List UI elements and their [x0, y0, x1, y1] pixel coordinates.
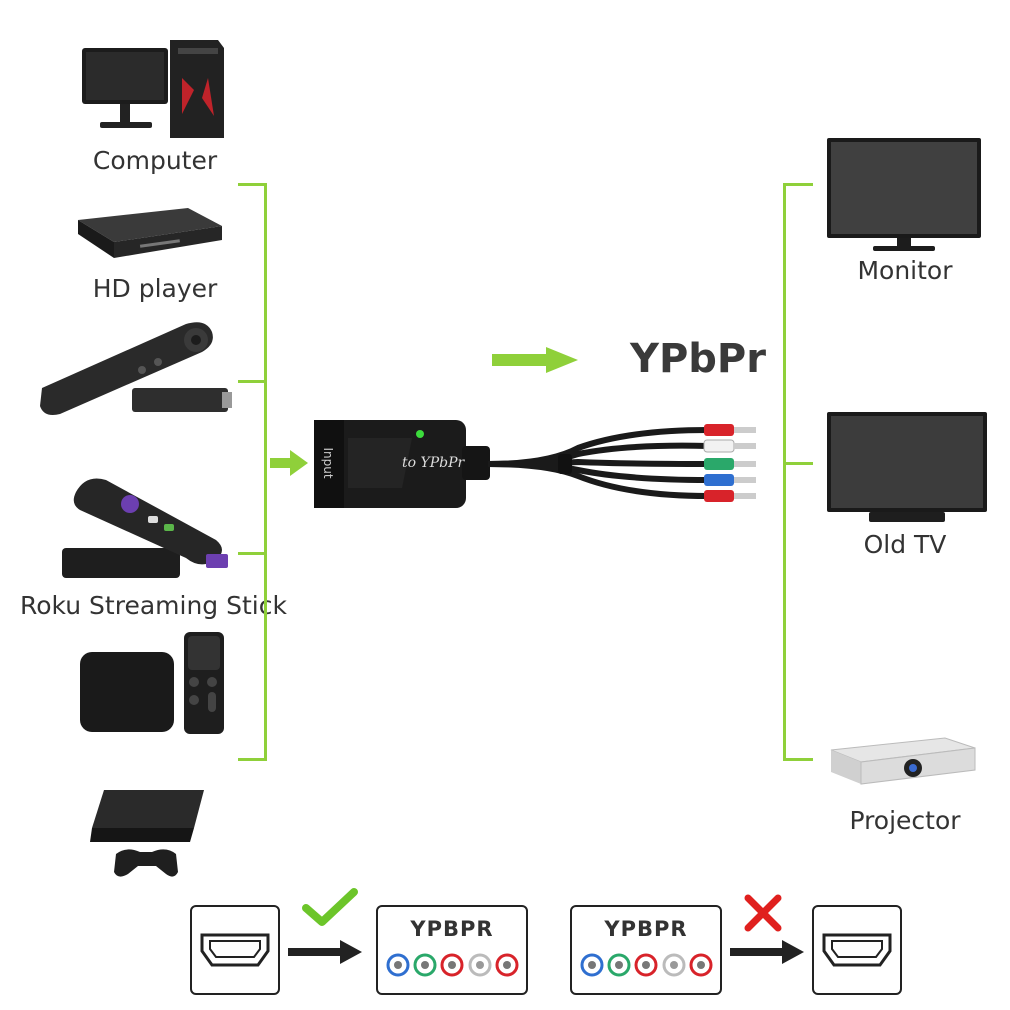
- computer-icon: [78, 38, 228, 148]
- invalid-arrow-icon: [730, 940, 806, 964]
- ypbpr-box-invalid-title: YPBPR: [604, 917, 688, 941]
- source-label-computer: Computer: [92, 146, 218, 175]
- checkmark-icon: [302, 888, 358, 928]
- ps3-console-icon: [90, 780, 210, 886]
- hdmi-to-ypbpr-adapter: [312, 418, 492, 510]
- output-label-old-tv: Old TV: [863, 530, 947, 559]
- adapter-port-label: Input: [321, 447, 335, 479]
- source-bracket-tick-firestick: [238, 380, 267, 383]
- rca-jacks-icon: [384, 951, 522, 979]
- output-bracket-tick-oldtv: [783, 462, 813, 465]
- hdmi-port-box-right: [812, 905, 902, 995]
- cross-icon: [744, 894, 782, 932]
- apple-tv-icon: [78, 630, 228, 736]
- monitor-icon: [825, 136, 983, 254]
- output-label-monitor: Monitor: [857, 256, 953, 285]
- hdmi-port-icon: [822, 933, 892, 967]
- ypbpr-box-valid: YPBPR: [376, 905, 528, 995]
- input-arrow-icon: [270, 450, 310, 476]
- component-cables: [488, 418, 773, 510]
- source-bracket-vertical: [264, 183, 267, 761]
- roku-streaming-stick-icon: [56, 470, 236, 582]
- ypbpr-box-valid-title: YPBPR: [410, 917, 494, 941]
- output-arrow-icon: [492, 347, 578, 373]
- fire-tv-stick-icon: [36, 318, 236, 418]
- output-title: YPbPr: [630, 336, 766, 382]
- valid-arrow-icon: [288, 940, 364, 964]
- source-bracket-tick-roku: [238, 552, 267, 555]
- adapter-text: to YPbPr: [402, 455, 465, 471]
- old-tv-icon: [825, 410, 989, 526]
- projector-icon: [825, 728, 977, 790]
- output-bracket-vertical: [783, 183, 786, 761]
- source-label-hd-player: HD player: [92, 274, 218, 303]
- output-bracket-top: [783, 183, 813, 186]
- rca-jacks-icon: [578, 951, 716, 979]
- ypbpr-box-invalid: YPBPR: [570, 905, 722, 995]
- output-bracket-bottom: [783, 758, 813, 761]
- hdmi-port-box-left: [190, 905, 280, 995]
- hd-player-icon: [70, 200, 226, 266]
- output-label-projector: Projector: [849, 806, 961, 835]
- source-bracket-bottom: [238, 758, 267, 761]
- source-bracket-top: [238, 183, 267, 186]
- hdmi-port-icon: [200, 933, 270, 967]
- source-label-roku: Roku Streaming Stick: [20, 591, 287, 620]
